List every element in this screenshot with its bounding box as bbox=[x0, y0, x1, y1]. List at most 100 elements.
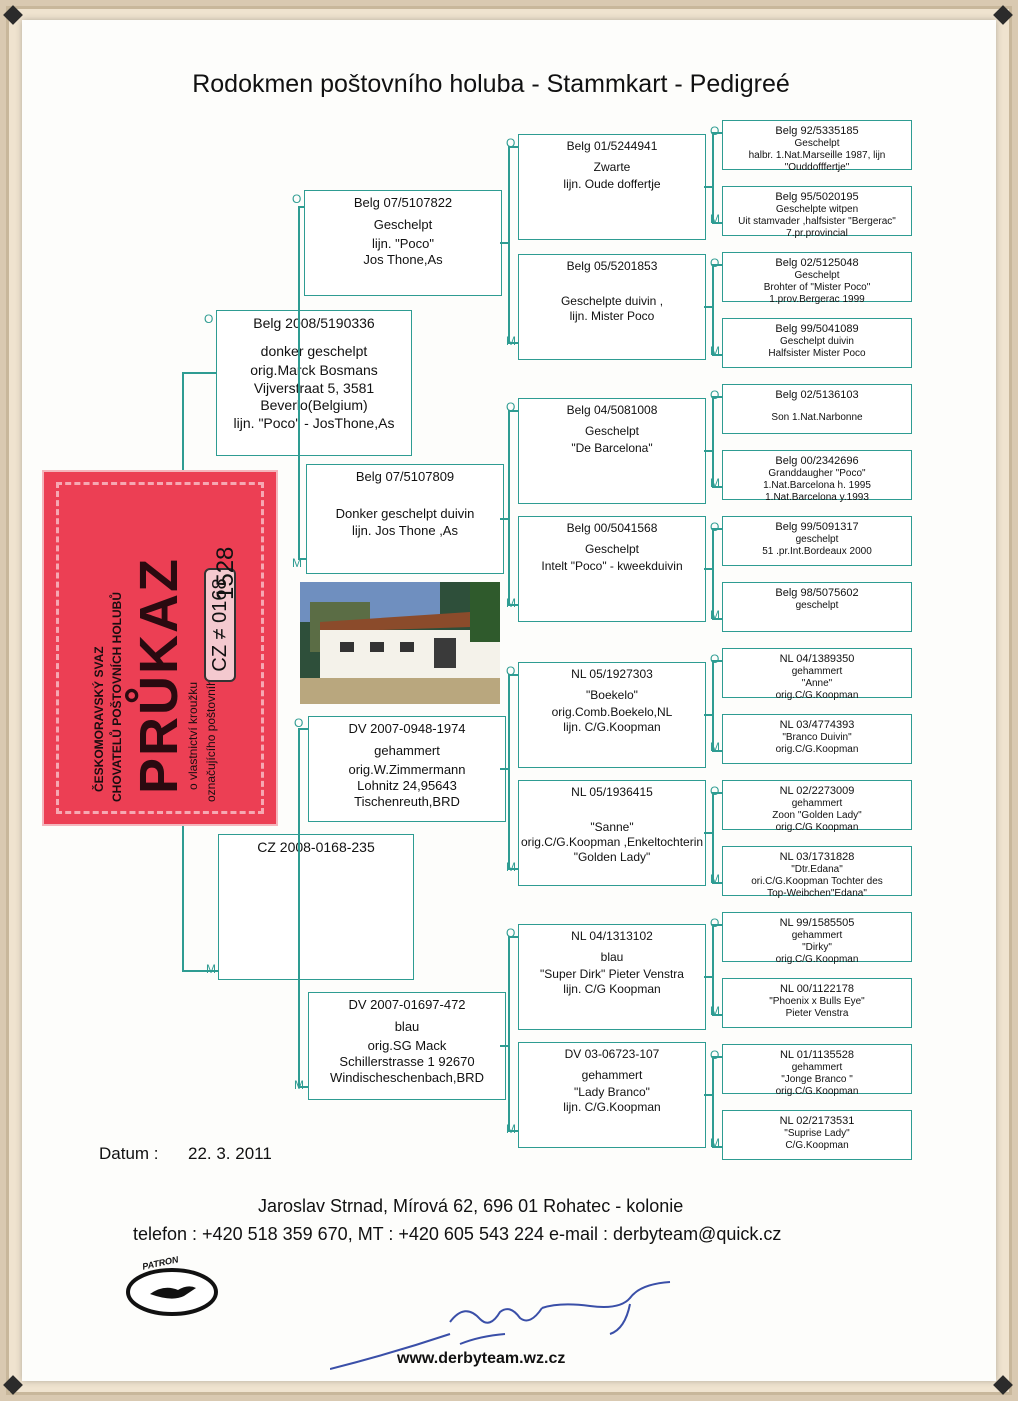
date-value: 22. 3. 2011 bbox=[188, 1144, 272, 1163]
sex-label-m: M bbox=[710, 740, 720, 754]
bird-info-line: Zoon "Golden Lady" bbox=[772, 810, 862, 822]
bird-color: gehammert bbox=[581, 1068, 643, 1082]
ring-number: Belg 01/5244941 bbox=[566, 139, 658, 153]
tree-connector bbox=[712, 264, 714, 354]
sex-label-o: O bbox=[710, 388, 720, 402]
bird-info-line: "Phoenix x Bulls Eye" bbox=[769, 996, 865, 1008]
bird-info-line: orig.Comb.Boekelo,NL bbox=[551, 705, 673, 719]
bird-info-line: lijn. "Poco" bbox=[372, 235, 434, 251]
bird-info-line: Vijverstraat 5, 3581 bbox=[253, 379, 375, 396]
bird-info-line: Uit stamvader ,halfsister "Bergerac" bbox=[738, 216, 896, 228]
sex-label-o: O bbox=[710, 652, 720, 666]
bird-info-line: orig.C/G.Koopman bbox=[775, 1086, 859, 1098]
bird-info-line: Lohnitz 24,95643 bbox=[357, 777, 457, 793]
tree-connector bbox=[508, 342, 518, 344]
tree-connector bbox=[298, 206, 300, 558]
bird-info-line: Geschelpt duivin bbox=[780, 336, 854, 348]
tree-connector bbox=[298, 728, 300, 1086]
bird-info-line: lijn. "Poco" - JosThone,As bbox=[233, 414, 395, 431]
bird-color: donker geschelpt bbox=[260, 342, 368, 359]
bird-info-line: Granddaugher "Poco" bbox=[768, 468, 866, 480]
tree-connector bbox=[712, 750, 722, 752]
sex-label-m: M bbox=[710, 608, 720, 622]
sex-label-m: M bbox=[710, 212, 720, 226]
date-label: Datum : bbox=[99, 1144, 159, 1163]
tree-connector bbox=[704, 832, 712, 834]
bird-info-line: Donker geschelpt duivin bbox=[335, 506, 475, 522]
bird-info-line: 1.prov.Bergerac 1999 bbox=[769, 294, 865, 306]
ring-number: Belg 04/5081008 bbox=[566, 403, 658, 417]
tree-connector bbox=[712, 1014, 722, 1016]
bird-info-line: orig.C/G.Koopman bbox=[775, 744, 859, 756]
bird-info-line: "Anne" bbox=[801, 678, 833, 690]
bird-info-line: Geschelpte witpen bbox=[775, 204, 859, 216]
ring-number: Belg 92/5335185 bbox=[775, 125, 859, 137]
sex-label-m: M bbox=[292, 556, 302, 570]
bird-info-line: Windischeschenbach,BRD bbox=[330, 1070, 484, 1085]
bird-info-line: geschelpt bbox=[795, 600, 839, 612]
bird-info-line: gehammert bbox=[791, 1062, 843, 1074]
tree-connector bbox=[712, 1056, 722, 1058]
tree-connector bbox=[712, 882, 722, 884]
bird-info-line: Halfsister Mister Poco bbox=[768, 348, 866, 360]
sex-label-m: M bbox=[506, 1122, 516, 1136]
bird-info-line: Geschelpt bbox=[794, 270, 840, 282]
bird-info-line: lijn. Oude doffertje bbox=[563, 177, 661, 191]
tree-connector bbox=[298, 1086, 308, 1088]
tree-connector bbox=[712, 396, 722, 398]
tree-connector bbox=[712, 528, 722, 530]
bird-info-line: orig.W.Zimmermann bbox=[348, 761, 466, 777]
tree-connector bbox=[704, 976, 712, 978]
tree-connector bbox=[704, 1094, 712, 1096]
tree-connector bbox=[508, 1130, 518, 1132]
tree-connector bbox=[500, 1045, 508, 1047]
sex-label-m: M bbox=[710, 1004, 720, 1018]
tree-connector bbox=[508, 146, 518, 148]
sex-label-o: O bbox=[710, 784, 720, 798]
ring-number: Belg 02/5136103 bbox=[775, 389, 859, 401]
bird-info-line: lijn. C/G.Koopman bbox=[563, 1100, 661, 1114]
ring-number: Belg 99/5041089 bbox=[775, 323, 859, 335]
bird-info-line bbox=[723, 402, 911, 412]
sex-label-o: O bbox=[506, 136, 516, 150]
bird-info-line: gehammert bbox=[791, 930, 843, 942]
bird-info-line: "Dirky" bbox=[802, 942, 832, 954]
sex-label-m: M bbox=[710, 344, 720, 358]
bird-info-line: Tischenreuth,BRD bbox=[354, 794, 460, 809]
tree-connector bbox=[508, 868, 518, 870]
bird-info-line: lijn. C/G Koopman bbox=[563, 982, 661, 996]
tree-connector bbox=[704, 568, 712, 570]
tree-connector bbox=[712, 486, 722, 488]
tree-connector bbox=[704, 306, 712, 308]
ring-number: NL 99/1585505 bbox=[779, 917, 855, 929]
bird-color bbox=[519, 806, 705, 818]
tree-connector bbox=[500, 242, 508, 244]
ring-number: NL 02/2273009 bbox=[779, 785, 855, 797]
ring-ownership-card: ČESKOMORAVSKÝ SVAZ CHOVATELŮ POŠTOVNÍCH … bbox=[42, 470, 278, 826]
card-org1: ČESKOMORAVSKÝ SVAZ bbox=[92, 646, 106, 792]
ring-number: DV 2007-01697-472 bbox=[348, 997, 466, 1012]
tree-connector bbox=[712, 396, 714, 486]
sex-label-m: M bbox=[710, 872, 720, 886]
bird-info-line: "Ouddofffertje" bbox=[784, 162, 850, 174]
bird-info-line: Schillerstrasse 1 92670 bbox=[339, 1053, 475, 1069]
bird-color: Geschelpt bbox=[373, 217, 433, 233]
tree-connector bbox=[712, 222, 722, 224]
bird-info-line: "Sanne" bbox=[590, 820, 634, 834]
bird-color: Geschelpt bbox=[584, 424, 640, 438]
tree-connector bbox=[508, 674, 518, 676]
bird-info-line: "Suprise Lady" bbox=[784, 1128, 850, 1140]
tree-connector bbox=[712, 354, 722, 356]
tree-connector bbox=[298, 558, 306, 560]
